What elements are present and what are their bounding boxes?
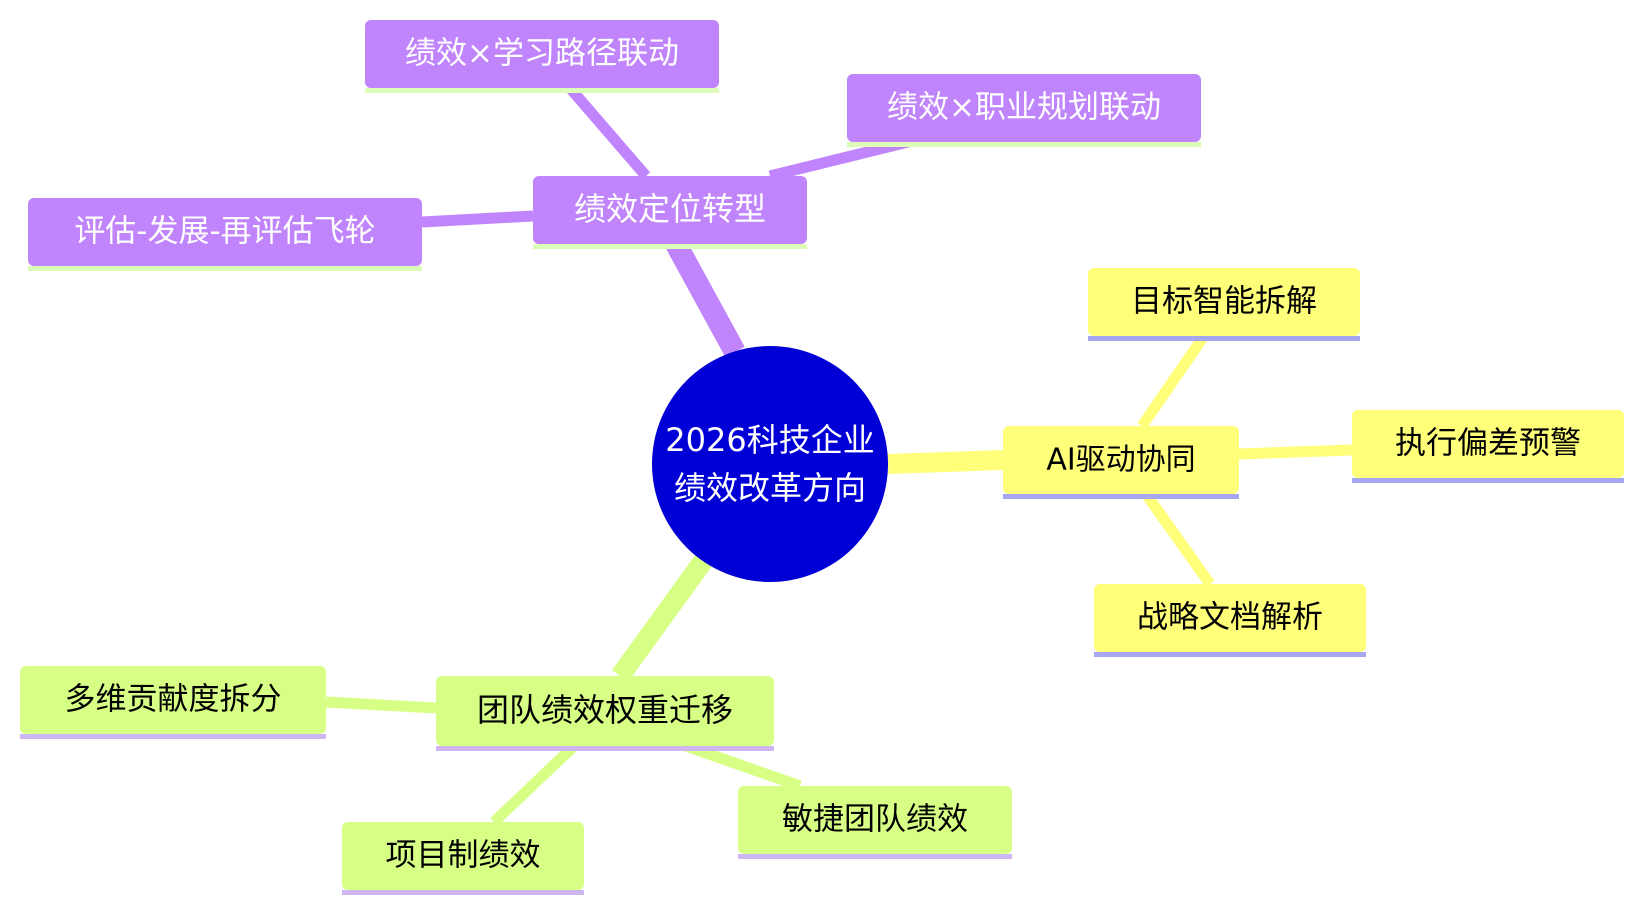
leaf-deviation-label: 执行偏差预警 (1395, 426, 1581, 462)
branch-positioning-label: 绩效定位转型 (574, 190, 766, 228)
leaf-contribution-label: 多维贡献度拆分 (65, 682, 282, 718)
leaf-deviation[interactable]: 执行偏差预警 (1352, 410, 1624, 483)
leaf-learning-box (365, 20, 719, 88)
leaf-project-box (342, 822, 584, 890)
leaf-agile-box (738, 786, 1012, 854)
leaf-goal-label: 目标智能拆解 (1131, 284, 1317, 320)
leaf-learning-label: 绩效×学习路径联动 (405, 36, 679, 72)
edge-team-contribution (325, 696, 437, 714)
leaf-goal-box (1088, 268, 1360, 336)
branch-positioning[interactable]: 绩效定位转型 (533, 176, 807, 249)
leaf-strategy[interactable]: 战略文档解析 (1094, 584, 1366, 657)
edge-root-ai (887, 450, 1004, 474)
branch-positioning-underline (533, 244, 807, 249)
edge-team-agile (684, 740, 802, 792)
edge-root-team (611, 554, 713, 682)
branch-team[interactable]: 团队绩效权重迁移 (436, 676, 774, 751)
leaf-strategy-label: 战略文档解析 (1137, 600, 1323, 636)
edge-ai-goal (1137, 332, 1209, 430)
branch-team-label: 团队绩效权重迁移 (477, 691, 733, 729)
leaf-contribution-box (20, 666, 326, 734)
leaf-flywheel[interactable]: 评估-发展-再评估飞轮 (28, 198, 422, 271)
leaf-agile[interactable]: 敏捷团队绩效 (738, 786, 1012, 859)
leaf-strategy-box (1094, 584, 1366, 652)
leaf-project[interactable]: 项目制绩效 (342, 822, 584, 895)
leaf-contribution[interactable]: 多维贡献度拆分 (20, 666, 326, 739)
root-label-line2: 绩效改革方向 (674, 469, 866, 507)
leaf-learning[interactable]: 绩效×学习路径联动 (365, 20, 719, 93)
leaf-learning-underline (365, 88, 719, 93)
leaf-deviation-underline (1352, 478, 1624, 483)
edge-root-positioning (666, 238, 745, 358)
branch-ai-label: AI驱动协同 (1046, 443, 1195, 478)
leaf-flywheel-underline (28, 266, 422, 271)
edge-positioning-learning (565, 84, 651, 180)
mindmap-edges (325, 84, 1353, 826)
leaf-career-box (847, 74, 1201, 142)
root-label-line1: 2026科技企业 (665, 421, 874, 459)
edge-positioning-flywheel (421, 210, 534, 228)
leaf-agile-underline (738, 854, 1012, 859)
leaf-deviation-box (1352, 410, 1624, 478)
branch-ai[interactable]: AI驱动协同 (1003, 426, 1239, 499)
root-circle (652, 346, 888, 582)
leaf-career-underline (847, 142, 1201, 147)
leaf-flywheel-box (28, 198, 422, 266)
branch-ai-underline (1003, 494, 1239, 499)
leaf-career[interactable]: 绩效×职业规划联动 (847, 74, 1201, 147)
branch-team-box (436, 676, 774, 746)
leaf-project-underline (342, 890, 584, 895)
leaf-project-label: 项目制绩效 (386, 838, 541, 874)
leaf-career-label: 绩效×职业规划联动 (887, 90, 1161, 126)
edge-team-project (490, 742, 578, 826)
branch-positioning-box (533, 176, 807, 244)
branch-team-underline (436, 746, 774, 751)
edge-ai-strategy (1141, 490, 1215, 588)
leaf-agile-label: 敏捷团队绩效 (782, 802, 968, 838)
leaf-goal-underline (1088, 336, 1360, 341)
leaf-flywheel-label: 评估-发展-再评估飞轮 (74, 214, 375, 250)
edge-ai-deviation (1238, 444, 1353, 460)
branch-ai-box (1003, 426, 1239, 494)
leaf-goal[interactable]: 目标智能拆解 (1088, 268, 1360, 341)
leaf-strategy-underline (1094, 652, 1366, 657)
edge-positioning-career (768, 136, 910, 182)
leaf-contribution-underline (20, 734, 326, 739)
